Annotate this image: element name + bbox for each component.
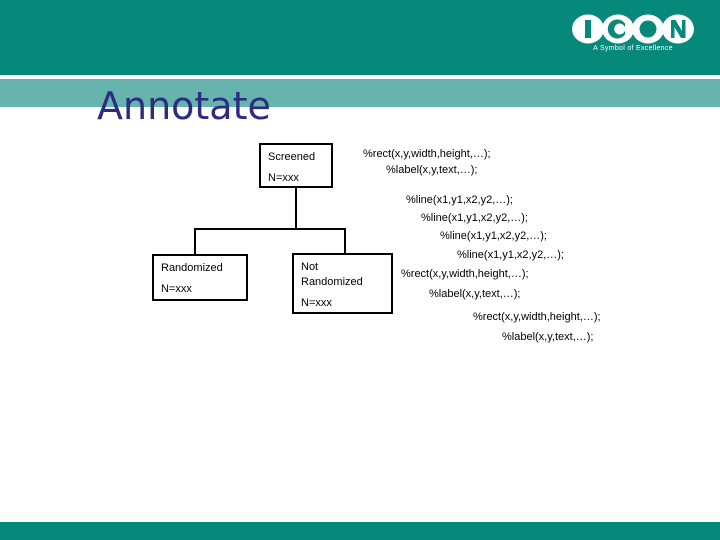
annotation-code-line: %rect(x,y,width,height,…);: [401, 268, 529, 280]
connector-screened-stem: [295, 188, 297, 229]
flow-node-not-randomized: Not Randomized N=xxx: [292, 253, 393, 314]
footer-band: [0, 522, 720, 540]
annotation-code-line: %label(x,y,text,…);: [502, 331, 594, 343]
icon-logo: A Symbol of Excellence: [571, 14, 695, 62]
annotation-code-line: %label(x,y,text,…);: [429, 288, 521, 300]
annotation-code-line: %line(x1,y1,x2,y2,…);: [440, 230, 547, 242]
annotation-code-line: %rect(x,y,width,height,…);: [473, 311, 601, 323]
connector-drop-randomized: [194, 228, 196, 254]
page-title: Annotate: [97, 84, 271, 128]
annotation-code-line: %line(x1,y1,x2,y2,…);: [457, 249, 564, 261]
flow-node-screened-title: Screened: [268, 151, 316, 163]
flow-node-randomized-title: Randomized: [161, 262, 223, 274]
annotation-code-line: %rect(x,y,width,height,…);: [363, 148, 491, 160]
flow-node-not-randomized-count: N=xxx: [301, 297, 332, 309]
connector-drop-not-randomized: [344, 228, 346, 253]
flow-node-not-randomized-title-2: Randomized: [301, 276, 363, 288]
icon-logo-wordmark: [572, 14, 694, 44]
flow-node-screened-count: N=xxx: [268, 172, 299, 184]
flow-node-randomized: Randomized N=xxx: [152, 254, 248, 301]
header-band-light: [0, 79, 720, 107]
annotation-code-line: %line(x1,y1,x2,y2,…);: [406, 194, 513, 206]
annotation-code-line: %label(x,y,text,…);: [386, 164, 478, 176]
flow-node-screened: Screened N=xxx: [259, 143, 333, 188]
annotation-code-line: %line(x1,y1,x2,y2,…);: [421, 212, 528, 224]
connector-horizontal-bar: [194, 228, 346, 230]
flow-node-randomized-count: N=xxx: [161, 283, 192, 295]
flow-node-not-randomized-title-1: Not: [301, 261, 319, 273]
header-band-gap: [0, 75, 720, 79]
logo-tagline: A Symbol of Excellence: [593, 45, 673, 52]
